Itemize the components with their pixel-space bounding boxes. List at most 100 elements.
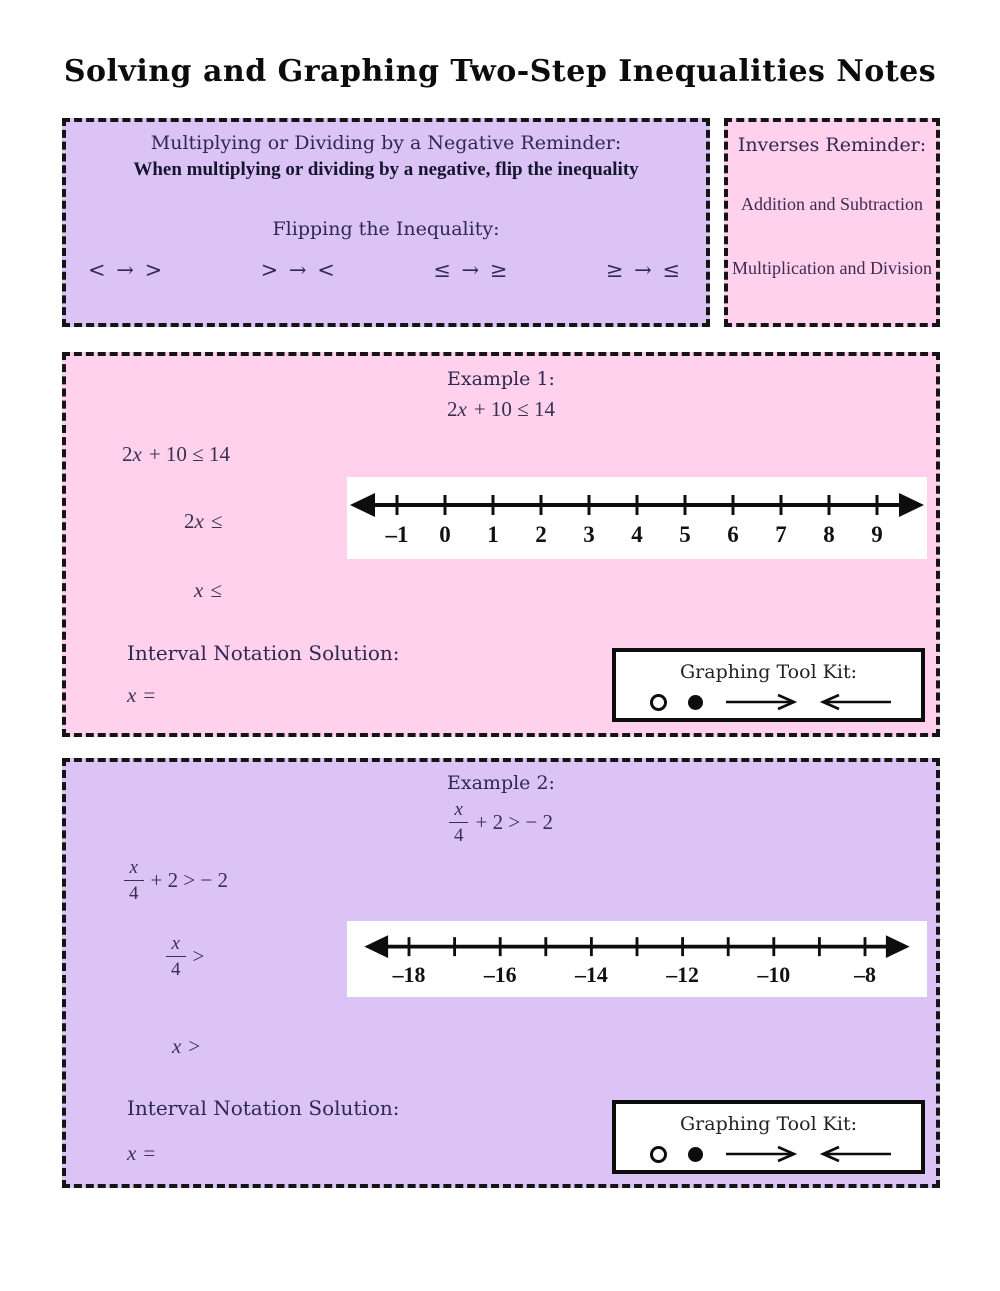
example1-step-full: 2x + 10 ≤ 14: [122, 442, 230, 467]
svg-text:8: 8: [823, 522, 835, 547]
flip-from: >: [260, 258, 281, 282]
denominator: 4: [124, 880, 144, 903]
variable: x: [132, 442, 142, 466]
example2-answer-line: x =: [127, 1141, 155, 1166]
coefficient: 2: [122, 442, 133, 466]
expression: + 2 > − 2: [150, 868, 229, 892]
open-circle-icon: [650, 693, 667, 711]
svg-text:3: 3: [583, 522, 595, 547]
example2-step-x: x >: [172, 1034, 200, 1059]
toolkit-heading: Graphing Tool Kit:: [679, 661, 857, 683]
svg-text:4: 4: [631, 522, 643, 547]
flip-from: <: [88, 258, 108, 282]
expression: + 10 ≤ 14: [473, 397, 555, 421]
svg-text:–16: –16: [483, 963, 517, 987]
svg-text:9: 9: [871, 522, 883, 547]
flip-arrow-icon: →: [461, 258, 482, 282]
inverses-reminder-box: Inverses Reminder: Addition and Subtract…: [724, 118, 940, 327]
svg-text:6: 6: [727, 522, 739, 547]
svg-text:7: 7: [775, 522, 787, 547]
flip-to: ≥: [489, 258, 510, 282]
svg-text:2: 2: [535, 522, 547, 547]
variable: x: [194, 509, 204, 533]
expression: + 2 > − 2: [475, 810, 554, 834]
example1-heading: Example 1:: [447, 368, 555, 390]
flip-pair: < → >: [88, 258, 164, 282]
svg-text:–1: –1: [385, 522, 409, 547]
example2-box: Example 2: x 4 + 2 > − 2 x 4 + 2 > − 2 –…: [62, 758, 940, 1188]
negative-reminder-box: Multiplying or Dividing by a Negative Re…: [62, 118, 710, 327]
example1-interval-heading: Interval Notation Solution:: [127, 641, 400, 665]
example2-graphing-toolkit: Graphing Tool Kit:: [612, 1100, 925, 1174]
svg-text:–10: –10: [756, 963, 790, 987]
example2-problem: x 4 + 2 > − 2: [66, 800, 936, 845]
toolkit-symbols-row: [616, 683, 921, 711]
variable: x: [127, 683, 137, 707]
coefficient: 2: [447, 397, 458, 421]
example2-heading: Example 2:: [447, 772, 555, 794]
inequality-sign: ≤: [210, 509, 223, 533]
closed-circle-icon: [688, 694, 703, 710]
svg-text:–14: –14: [574, 963, 608, 987]
equals-sign: =: [143, 1141, 156, 1165]
coefficient: 2: [184, 509, 195, 533]
flip-pairs-row: < → > > → < ≤ → ≥ ≥ → ≤: [66, 258, 706, 282]
svg-text:5: 5: [679, 522, 691, 547]
open-circle-icon: [650, 1145, 667, 1163]
left-arrow-icon: [819, 1145, 891, 1163]
example1-problem: 2x + 10 ≤ 14: [66, 397, 936, 422]
denominator: 4: [166, 956, 186, 979]
variable: x: [127, 1141, 137, 1165]
fraction: x 4: [448, 799, 469, 845]
variable: x: [457, 397, 467, 421]
example1-step-x: x ≤: [194, 578, 222, 603]
flip-pair: ≤ → ≥: [433, 258, 509, 282]
right-arrow-icon: [726, 693, 798, 711]
expression: + 10 ≤ 14: [148, 442, 230, 466]
svg-text:0: 0: [439, 522, 451, 547]
negative-reminder-rule: When multiplying or dividing by a negati…: [133, 159, 639, 180]
numerator: x: [129, 857, 138, 878]
example2-number-line: –18 –16 –14 –12 –10 –8: [347, 921, 927, 997]
flipping-heading: Flipping the Inequality:: [272, 218, 500, 240]
example2-step-divide: x 4 >: [166, 934, 204, 979]
example1-answer-line: x =: [127, 683, 155, 708]
variable: x: [172, 1034, 182, 1058]
denominator: 4: [448, 822, 469, 845]
right-arrow-icon: [726, 1145, 798, 1163]
page-title: Solving and Graphing Two-Step Inequaliti…: [63, 54, 937, 89]
example1-graphing-toolkit: Graphing Tool Kit:: [612, 648, 925, 722]
negative-reminder-heading: Multiplying or Dividing by a Negative Re…: [150, 132, 622, 154]
numerator: x: [171, 933, 180, 954]
flip-arrow-icon: →: [288, 258, 309, 282]
flip-arrow-icon: →: [116, 258, 136, 282]
example2-step-full: x 4 + 2 > − 2: [124, 858, 228, 903]
inequality-sign: >: [188, 1034, 201, 1058]
example2-interval-heading: Interval Notation Solution:: [127, 1096, 400, 1120]
left-arrow-icon: [819, 693, 891, 711]
flip-from: ≤: [433, 258, 453, 282]
flip-arrow-icon: →: [634, 258, 654, 282]
fraction: x 4: [166, 934, 186, 979]
svg-text:–12: –12: [665, 963, 699, 987]
inverses-item-add-subtract: Addition and Subtraction: [741, 194, 923, 214]
inequality-sign: >: [192, 944, 205, 968]
inverses-heading: Inverses Reminder:: [737, 134, 927, 156]
closed-circle-icon: [688, 1146, 703, 1162]
flip-to: <: [317, 258, 337, 282]
inverses-item-multiply-divide: Multiplication and Division: [732, 258, 932, 278]
toolkit-heading: Graphing Tool Kit:: [679, 1113, 857, 1135]
flip-pair: > → <: [261, 258, 337, 282]
variable: x: [194, 578, 204, 602]
svg-text:–8: –8: [853, 963, 876, 987]
toolkit-symbols-row: [616, 1135, 921, 1163]
equals-sign: =: [143, 683, 156, 707]
fraction: x 4: [124, 858, 144, 903]
svg-text:–18: –18: [392, 963, 426, 987]
svg-text:1: 1: [487, 522, 499, 547]
numerator: x: [454, 799, 463, 820]
example1-number-line: –1 0 1 2 3 4 5 6 7 8 9: [347, 477, 927, 559]
flip-to: ≤: [662, 258, 682, 282]
